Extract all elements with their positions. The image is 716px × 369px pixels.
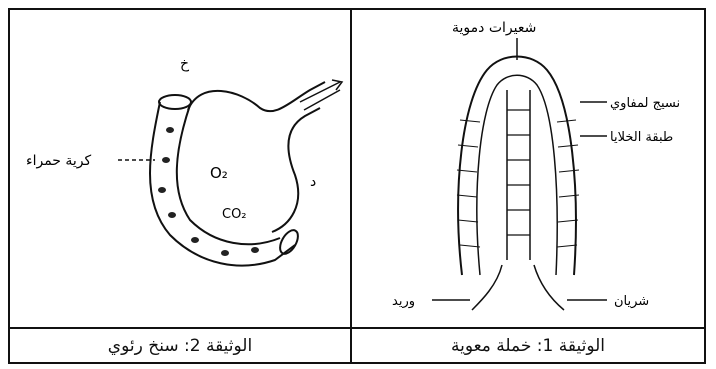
villus-panel: شعيرات دموية <box>352 10 704 327</box>
co2-label: CO₂ <box>222 207 247 222</box>
top-tag-label: خ <box>180 56 190 72</box>
lymph-label: نسيج لمفاوي <box>610 96 680 111</box>
artery-label: شريان <box>614 294 649 309</box>
vein-label: وريد <box>392 294 415 309</box>
o2-label: O₂ <box>210 164 228 182</box>
alveolus-diagram: O₂ CO₂ خ د كرية حمراء <box>10 10 350 327</box>
capillary-inner <box>177 105 280 244</box>
figure2-caption: الوثيقة 2: سنخ رئوي <box>10 329 350 362</box>
rbc-label: كرية حمراء <box>26 153 92 169</box>
right-tag-label: د <box>310 174 316 190</box>
figure1-caption: الوثيقة 1: خملة معوية <box>352 329 704 362</box>
rbc-group <box>158 127 259 256</box>
capillaries-label: شعيرات دموية <box>452 20 536 36</box>
alveolus-sac <box>188 82 325 232</box>
villus-outer <box>458 57 576 276</box>
alveolus-panel: O₂ CO₂ خ د كرية حمراء <box>10 10 350 327</box>
capillary-top-end <box>159 95 191 109</box>
villus-diagram: شعيرات دموية <box>352 10 704 327</box>
villus-inner <box>477 75 557 275</box>
capillary-right-end <box>276 227 301 257</box>
figure-frame: O₂ CO₂ خ د كرية حمراء شعيرات دموية <box>8 8 706 364</box>
cells-label: طبقة الخلايا <box>610 130 673 145</box>
